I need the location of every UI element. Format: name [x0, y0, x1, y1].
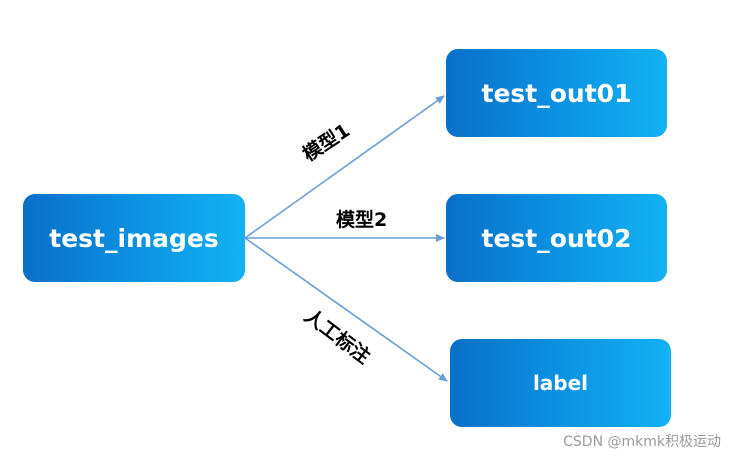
node-test-images: test_images: [23, 194, 245, 282]
edge-to-label-arrow: [244, 237, 448, 382]
node-test-out01: test_out01: [446, 49, 667, 137]
node-test-out02: test_out02: [446, 194, 667, 282]
edge-to-out01-arrow: [244, 95, 445, 239]
node-label: label: [450, 339, 671, 427]
watermark: CSDN @mkmk积极运动: [563, 434, 721, 450]
edge-label-model2: 模型2: [336, 209, 388, 231]
